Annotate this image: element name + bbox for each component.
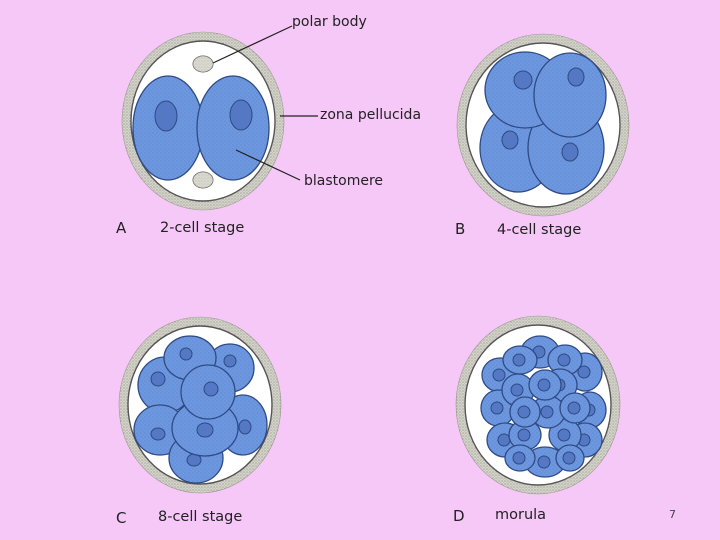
blastomere-8 [180,364,236,420]
nucleus [562,451,576,465]
panel-d-morula [455,315,621,495]
panel-b-label: 4-cell stage [497,222,582,238]
blastomere-label: blastomere [304,173,384,189]
panel-a-letter: A [116,219,127,237]
nucleus [512,451,526,465]
cell-stipple [197,76,269,180]
page-number: 7 [669,508,676,521]
nucleus [490,401,504,415]
nucleus [223,354,237,368]
morula-cell-16 [509,396,541,428]
nucleus [196,422,214,438]
nucleus [557,353,571,367]
nucleus [179,347,193,361]
nucleus [501,130,519,150]
panel-d-label: morula [495,507,547,523]
nucleus [150,427,166,441]
nucleus [567,67,585,87]
nucleus [492,368,506,382]
nucleus [567,401,581,415]
panel-c-8-cell-stage [118,316,282,494]
blastomere-4 [533,52,607,138]
nucleus [512,353,526,367]
panel-a-2-cell-stage [121,31,285,211]
panel-d-letter: D [453,507,465,525]
nucleus [561,142,579,162]
nucleus [540,405,554,419]
blastomere-2 [133,404,187,456]
nucleus [510,383,524,397]
panel-a-label: 2-cell stage [160,220,245,236]
polar-body-bottom-stipple [193,172,213,188]
nucleus [537,455,551,469]
nucleus [229,99,253,131]
nucleus [557,428,571,442]
nucleus [238,419,252,435]
nucleus [577,365,591,379]
nucleus [203,381,219,397]
nucleus [513,70,533,90]
nucleus [497,433,511,447]
morula-cell-15 [530,395,566,429]
panel-b-letter: B [455,220,466,238]
polar-body-leader [212,25,293,64]
panel-b-4-cell-stage [456,33,630,217]
morula-cell-18 [528,369,562,401]
nucleus [517,405,531,419]
nucleus [154,100,178,132]
annotation-leader-lines [212,25,318,181]
nucleus [150,371,166,387]
morula-cell-20 [555,444,585,472]
zona-pellucida-label: zona pellucida [320,107,422,123]
panel-c-label: 8-cell stage [158,509,243,525]
morula-cell-9 [502,345,538,375]
morula-cell-19 [504,444,536,472]
polar-body-label: polar body [292,14,367,30]
panel-c-letter: C [116,509,127,527]
polar-body-top-stipple [193,56,213,72]
nucleus [517,428,531,442]
cell-stipple [534,53,606,137]
morula-cell-14 [548,418,582,452]
blastomere-left [132,75,204,181]
blastomere-leader [235,149,301,181]
nucleus [537,378,551,392]
morula-cell-17 [559,392,591,424]
blastomere-right [196,75,270,181]
